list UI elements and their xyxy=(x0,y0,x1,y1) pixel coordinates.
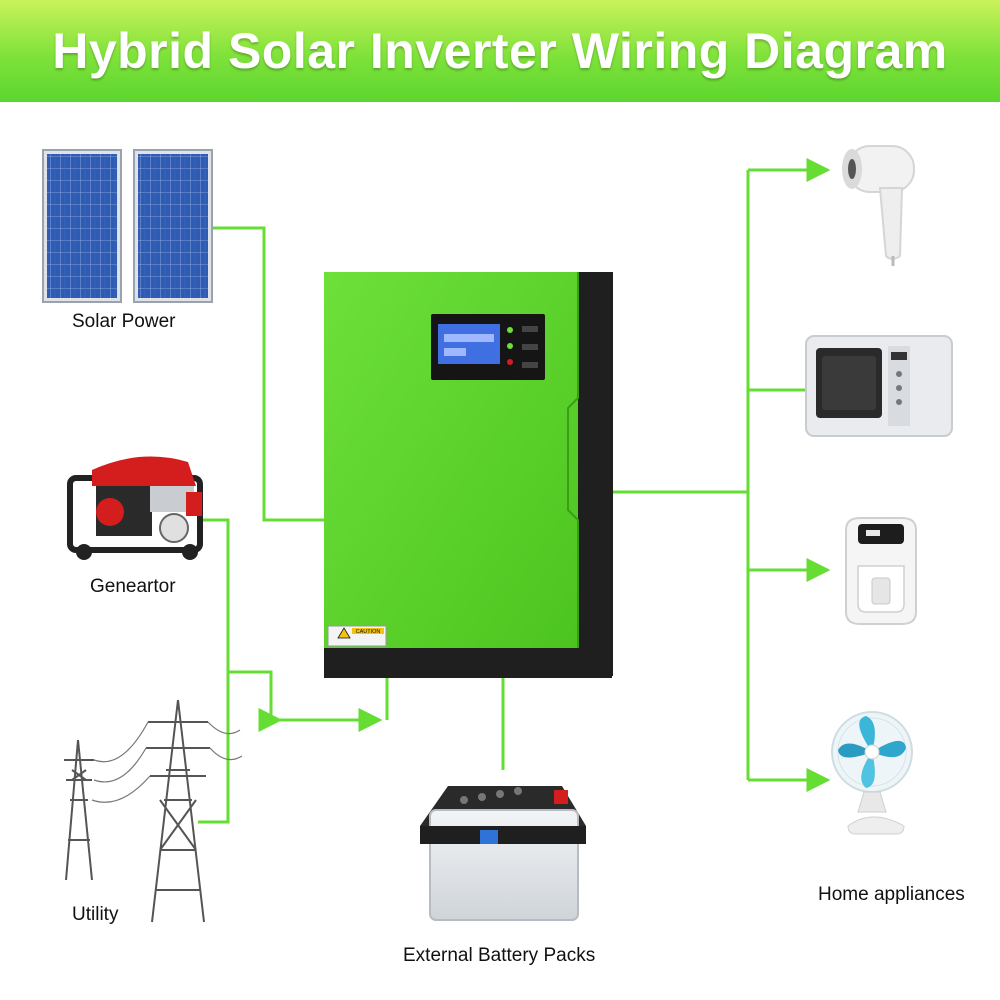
power-tower-icon xyxy=(64,699,243,923)
solar-wire xyxy=(207,226,324,522)
generator-label: Geneartor xyxy=(90,576,176,597)
air-fryer-icon xyxy=(845,517,917,625)
wires xyxy=(198,158,831,824)
utility-label: Utility xyxy=(72,904,119,925)
solar-power-label: Solar Power xyxy=(72,311,176,332)
desk-fan-icon xyxy=(831,711,913,835)
grid-wire xyxy=(228,670,273,720)
title-banner: Hybrid Solar Inverter Wiring Diagram xyxy=(0,0,1000,102)
solar-panel-icon xyxy=(42,149,213,303)
hair-dryer-icon xyxy=(842,145,915,266)
microwave-icon xyxy=(805,335,953,437)
battery-icon xyxy=(420,786,586,921)
appliances-label: Home appliances xyxy=(818,884,965,905)
generator-icon xyxy=(67,456,203,560)
inverter-icon: CAUTION xyxy=(324,272,613,678)
caution-label: CAUTION xyxy=(356,629,381,635)
battery-label: External Battery Packs xyxy=(403,945,596,966)
page-title: Hybrid Solar Inverter Wiring Diagram xyxy=(52,23,948,79)
